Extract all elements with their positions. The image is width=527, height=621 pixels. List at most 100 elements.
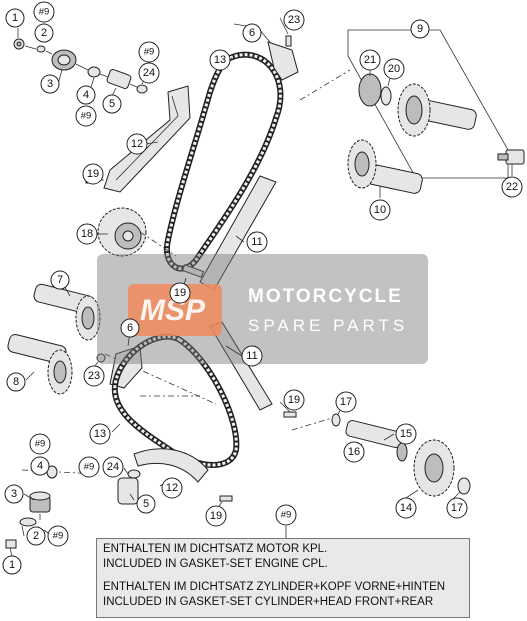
callout-19-bottom: 19 — [205, 505, 227, 527]
seal-ring-top — [136, 84, 148, 94]
callout-ref9-note: #9 — [275, 504, 297, 526]
svg-text:#9: #9 — [39, 7, 50, 18]
callout-5-top: 5 — [102, 94, 122, 114]
camshaft-rear-exhaust — [7, 334, 73, 395]
watermark: MSP MOTORCYCLE SPARE PARTS — [97, 254, 428, 364]
svg-text:19: 19 — [288, 394, 300, 406]
callout-17-lower: 17 — [446, 497, 468, 519]
callout-3-top: 3 — [40, 74, 60, 94]
callout-1-lower: 1 — [2, 555, 22, 575]
washer-left — [331, 413, 341, 427]
callout-ref9-lower-left: #9 — [29, 433, 51, 455]
callout-23-lower: 23 — [83, 365, 105, 387]
svg-text:12: 12 — [131, 138, 143, 150]
callout-1-top: 1 — [5, 8, 25, 28]
intermediate-gear — [97, 207, 147, 257]
svg-text:20: 20 — [388, 63, 400, 75]
svg-text:24: 24 — [107, 461, 119, 473]
callout-18: 18 — [76, 223, 98, 245]
callout-12-top: 12 — [126, 133, 148, 155]
callout-11-top: 11 — [246, 231, 268, 253]
svg-text:11: 11 — [251, 236, 262, 248]
callout-ref9-mid: #9 — [75, 105, 97, 127]
svg-text:#9: #9 — [35, 439, 46, 450]
note-line2-en: INCLUDED IN GASKET-SET CYLINDER+HEAD FRO… — [103, 596, 434, 608]
callout-19-mid: 19 — [169, 282, 191, 304]
svg-text:1: 1 — [12, 12, 18, 24]
svg-text:14: 14 — [400, 502, 412, 514]
svg-text:#9: #9 — [53, 531, 64, 542]
tensioner-piston-lower — [117, 477, 139, 505]
callout-ref9-lower-mid: #9 — [78, 456, 100, 478]
note-line2-de: ENTHALTEN IM DICHTSATZ ZYLINDER+KOPF VOR… — [103, 581, 446, 593]
callout-7: 7 — [50, 270, 70, 290]
svg-text:15: 15 — [400, 428, 412, 440]
svg-text:18: 18 — [81, 228, 93, 240]
chain-adjuster-upper — [267, 41, 299, 81]
callout-ref9-bottom: #9 — [47, 525, 69, 547]
svg-text:11: 11 — [246, 350, 257, 362]
note-line1-de: ENTHALTEN IM DICHTSATZ MOTOR KPL. — [103, 543, 328, 555]
callout-3-lower: 3 — [4, 484, 24, 504]
svg-text:16: 16 — [348, 446, 360, 458]
tensioner-screw-top — [13, 38, 25, 50]
callout-24-top: 24 — [138, 62, 160, 84]
callout-4-lower: 4 — [30, 456, 50, 476]
washer-right — [457, 477, 471, 495]
svg-text:1: 1 — [9, 559, 15, 571]
guide-screw-lower — [219, 495, 233, 502]
bearing-bush — [396, 442, 408, 462]
svg-text:2: 2 — [33, 530, 39, 542]
callout-11-lower: 11 — [241, 345, 263, 367]
note-line1-en: INCLUDED IN GASKET-SET ENGINE CPL. — [103, 558, 328, 570]
callout-19-right: 19 — [283, 389, 305, 411]
svg-text:#9: #9 — [81, 111, 92, 122]
camshaft-spring-ring — [380, 86, 392, 106]
callout-15: 15 — [395, 423, 417, 445]
callout-6-top: 6 — [242, 23, 262, 43]
callout-19-top: 19 — [82, 163, 104, 185]
watermark-subtitle: SPARE PARTS — [248, 316, 408, 335]
svg-text:17: 17 — [340, 396, 352, 408]
callout-6-lower: 6 — [120, 318, 140, 338]
rail-screw-lower — [283, 411, 297, 418]
crank-gear — [413, 439, 455, 497]
svg-text:3: 3 — [47, 78, 53, 90]
callout-ref9-upper: #9 — [138, 41, 160, 63]
adjuster-screw-upper — [285, 35, 292, 47]
gasket-set-note: ENTHALTEN IM DICHTSATZ MOTOR KPL. INCLUD… — [96, 538, 470, 618]
callout-5-lower: 5 — [136, 494, 156, 514]
callout-13-top: 13 — [209, 49, 231, 71]
callout-4-top: 4 — [76, 85, 96, 105]
camshaft-gear-small — [358, 73, 382, 107]
svg-text:3: 3 — [11, 488, 17, 500]
svg-text:#9: #9 — [281, 510, 292, 521]
svg-text:10: 10 — [374, 204, 386, 216]
callout-ref9-top: #9 — [33, 1, 55, 23]
callout-10: 10 — [369, 199, 391, 221]
svg-text:24: 24 — [143, 67, 155, 79]
callout-2-lower: 2 — [26, 526, 46, 546]
camshaft-sensor — [497, 149, 525, 165]
svg-text:8: 8 — [13, 376, 19, 388]
svg-text:19: 19 — [210, 510, 222, 522]
adjuster-screw-lower — [96, 353, 106, 363]
watermark-title: MOTORCYCLE — [248, 286, 403, 307]
callout-14: 14 — [395, 497, 417, 519]
svg-text:12: 12 — [166, 482, 178, 494]
svg-text:19: 19 — [174, 287, 186, 299]
callout-23-top: 23 — [283, 9, 305, 31]
callout-13-lower: 13 — [89, 423, 111, 445]
svg-text:9: 9 — [417, 23, 423, 35]
svg-text:13: 13 — [94, 428, 106, 440]
svg-text:22: 22 — [506, 181, 518, 193]
callout-17-top: 17 — [335, 391, 357, 413]
svg-text:5: 5 — [109, 98, 115, 110]
callout-12-lower: 12 — [161, 477, 183, 499]
callout-2-top: 2 — [34, 23, 54, 43]
svg-text:13: 13 — [214, 54, 226, 66]
svg-text:#9: #9 — [144, 47, 155, 58]
camshaft-lower-head — [347, 139, 423, 194]
svg-text:6: 6 — [249, 27, 255, 39]
